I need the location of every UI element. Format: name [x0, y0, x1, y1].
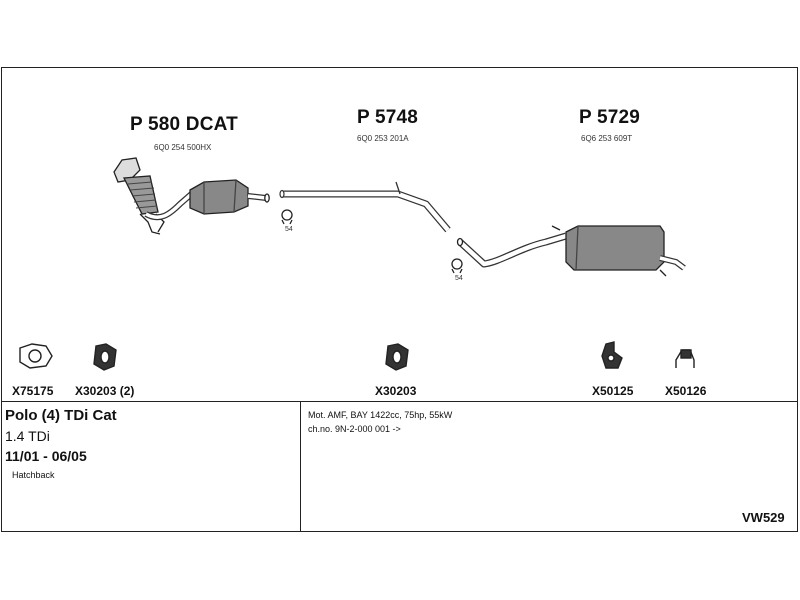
clamp-number: 54 — [455, 275, 463, 282]
rear-silencer-drawing[interactable] — [456, 225, 686, 277]
middle-pipe-drawing[interactable] — [279, 181, 451, 233]
diagram-frame — [1, 67, 798, 532]
accessory-number: X30203 — [375, 384, 417, 398]
part-number-front: P 580 DCAT — [130, 114, 238, 135]
gasket-icon[interactable] — [19, 343, 53, 369]
vehicle-body: Hatchback — [12, 470, 55, 480]
oem-number-rear: 6Q6 253 609T — [581, 134, 633, 143]
oem-number-middle: 6Q0 253 201A — [357, 134, 409, 143]
vertical-divider — [300, 401, 301, 532]
accessory-number: X50126 — [665, 384, 707, 398]
part-number-rear: P 5729 — [579, 107, 641, 128]
accessory-number: X30203 (2) — [75, 384, 135, 398]
rubber-mount-icon[interactable] — [385, 343, 409, 371]
application-code: VW529 — [742, 510, 785, 525]
hanger-icon[interactable] — [601, 341, 623, 369]
motor-details: Mot. AMF, BAY 1422cc, 75hp, 55kW — [308, 410, 453, 420]
clamp-icon[interactable] — [281, 209, 293, 225]
vehicle-period: 11/01 - 06/05 — [5, 448, 87, 464]
clamp-number: 54 — [285, 226, 293, 233]
accessory-number: X50125 — [592, 384, 634, 398]
accessory-number: X75175 — [12, 384, 54, 398]
hanger-icon[interactable] — [675, 349, 695, 368]
vehicle-engine: 1.4 TDi — [5, 428, 50, 444]
part-number-middle: P 5748 — [357, 107, 419, 128]
rubber-mount-icon[interactable] — [93, 343, 117, 371]
horizontal-divider — [1, 401, 798, 402]
oem-number-front: 6Q0 254 500HX — [154, 143, 212, 152]
vehicle-model: Polo (4) TDi Cat — [5, 407, 117, 424]
chassis-details: ch.no. 9N-2-000 001 -> — [308, 424, 401, 434]
clamp-icon[interactable] — [451, 258, 463, 274]
front-pipe-catalyst-drawing[interactable] — [113, 157, 270, 235]
